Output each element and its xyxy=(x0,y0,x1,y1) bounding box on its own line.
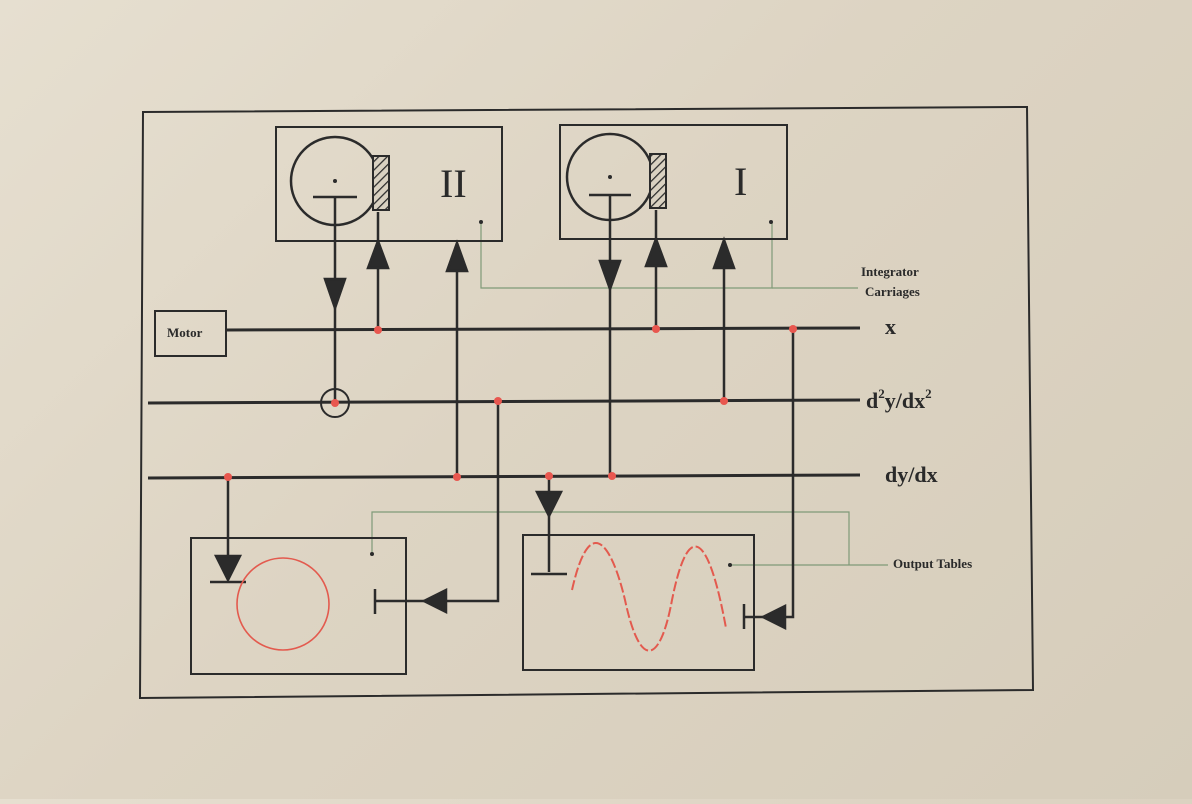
connector-dot xyxy=(374,326,382,334)
shaft-d2y-dx2-label-d: d xyxy=(866,388,878,413)
integrator-ii-output-point xyxy=(479,220,483,224)
shafts xyxy=(147,326,861,480)
output-table-left-frame xyxy=(190,537,407,675)
shaft-d2y-dx2-label: d2y/dx2 xyxy=(866,386,932,413)
ii-disc-down-arrow xyxy=(323,277,347,312)
connector-dot xyxy=(720,397,728,405)
output-table-left xyxy=(190,537,407,675)
output-tables-label: Output Tables xyxy=(893,556,972,571)
i-disc-down-arrow xyxy=(598,259,622,293)
connector-dot xyxy=(224,473,232,481)
integrator-carriages-leader xyxy=(480,222,773,289)
connector-dot xyxy=(789,325,797,333)
x-to-i-wheel-arrow xyxy=(644,235,668,268)
integrator-i: I xyxy=(559,124,788,240)
connector-dot xyxy=(652,325,660,333)
integrator-ii: II xyxy=(275,126,503,242)
connections xyxy=(210,195,795,631)
integrator-i-wheel xyxy=(649,153,667,209)
connector-dot xyxy=(331,399,339,407)
connector-dot xyxy=(494,397,502,405)
shaft-d2y-dx2-label-sup: 2 xyxy=(878,386,885,401)
output-table-left-circle-trace xyxy=(236,557,330,651)
d2-to-left-table-connector xyxy=(375,401,500,603)
integrator-carriages-label: Integrator xyxy=(861,264,919,279)
outer-frame xyxy=(138,105,1035,700)
x-to-right-table-arrow xyxy=(760,603,787,631)
output-table-left-point xyxy=(370,552,374,556)
integrator-i-frame xyxy=(559,124,788,240)
connector-dot xyxy=(453,473,461,481)
dydx-to-right-table-arrow xyxy=(534,490,564,519)
connector-dots xyxy=(224,325,797,481)
integrator-ii-disc-center xyxy=(333,179,337,183)
integrator-ii-frame xyxy=(275,126,503,242)
dydx-to-left-table-arrow xyxy=(213,554,243,583)
shaft-d2y-dx2-label-mid: y/dx xyxy=(885,388,925,413)
d2-to-i-carriage-arrow xyxy=(712,236,736,270)
integrator-i-output-point xyxy=(769,220,773,224)
integrator-ii-wheel xyxy=(372,155,390,211)
leader-lines xyxy=(371,222,888,566)
x-to-right-table-connector xyxy=(744,329,795,619)
x-to-ii-wheel-arrow xyxy=(366,237,390,270)
motor-box xyxy=(154,310,227,357)
integrator-i-label: I xyxy=(734,159,747,204)
motor-label: Motor xyxy=(167,325,203,340)
connector-dot xyxy=(545,472,553,480)
integrator-carriages-label: Carriages xyxy=(865,284,920,299)
integrator-ii-label: II xyxy=(440,161,467,206)
output-table-right-frame xyxy=(522,534,755,671)
shaft-d2y-dx2 xyxy=(147,398,861,405)
shaft-dy-dx-label: dy/dx xyxy=(885,462,938,487)
dydx-to-ii-carriage-arrow xyxy=(445,239,469,273)
shaft-d2y-dx2-label-sup2: 2 xyxy=(925,386,932,401)
shaft-x xyxy=(225,326,861,332)
output-tables-leader xyxy=(371,511,850,565)
output-table-right-point xyxy=(728,563,732,567)
integrator-i-disc-center xyxy=(608,175,612,179)
shaft-x-label: x xyxy=(885,314,896,339)
d2-to-left-table-arrow xyxy=(421,587,448,615)
output-table-right-sine-trace xyxy=(571,542,727,652)
motor: Motor xyxy=(154,310,227,357)
connector-dot xyxy=(608,472,616,480)
shaft-dy-dx xyxy=(147,473,861,480)
gear-coupling xyxy=(320,388,350,418)
output-table-right xyxy=(522,534,755,671)
